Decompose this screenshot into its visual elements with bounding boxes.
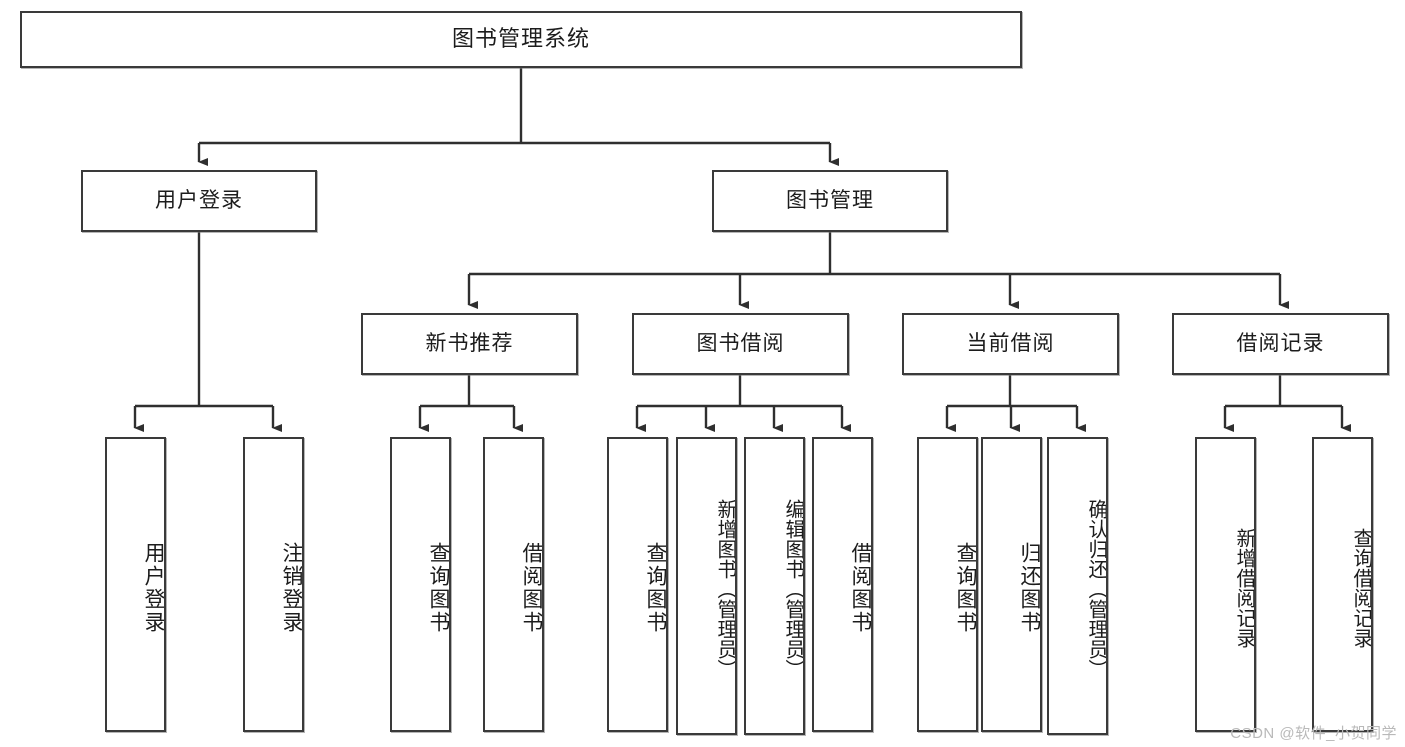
csdn-watermark: CSDN @软件_小贺同学 <box>1230 725 1397 742</box>
leaf-add-book-admin[interactable]: 新增图书（管理员） <box>676 437 737 735</box>
leaf-borrow-book-new[interactable]: 借阅图书 <box>483 437 544 732</box>
leaf-confirm-return-admin[interactable]: 确认归还（管理员） <box>1047 437 1108 735</box>
node-book-borrow[interactable]: 图书借阅 <box>632 313 849 375</box>
node-current-borrow[interactable]: 当前借阅 <box>902 313 1119 375</box>
node-book-management[interactable]: 图书管理 <box>712 170 948 232</box>
leaf-query-book-current[interactable]: 查询图书 <box>917 437 978 732</box>
node-new-book-recommend[interactable]: 新书推荐 <box>361 313 578 375</box>
node-root-system[interactable]: 图书管理系统 <box>20 11 1022 68</box>
leaf-borrow-book[interactable]: 借阅图书 <box>812 437 873 732</box>
leaf-return-book[interactable]: 归还图书 <box>981 437 1042 732</box>
leaf-query-book-borrow[interactable]: 查询图书 <box>607 437 668 732</box>
leaf-edit-book-admin[interactable]: 编辑图书（管理员） <box>744 437 805 735</box>
node-user-login[interactable]: 用户登录 <box>81 170 317 232</box>
leaf-query-book-new[interactable]: 查询图书 <box>390 437 451 732</box>
node-borrow-record[interactable]: 借阅记录 <box>1172 313 1389 375</box>
leaf-logout[interactable]: 注销登录 <box>243 437 304 732</box>
leaf-query-borrow-record[interactable]: 查询借阅记录 <box>1312 437 1373 732</box>
leaf-add-borrow-record[interactable]: 新增借阅记录 <box>1195 437 1256 732</box>
leaf-user-login[interactable]: 用户登录 <box>105 437 166 732</box>
